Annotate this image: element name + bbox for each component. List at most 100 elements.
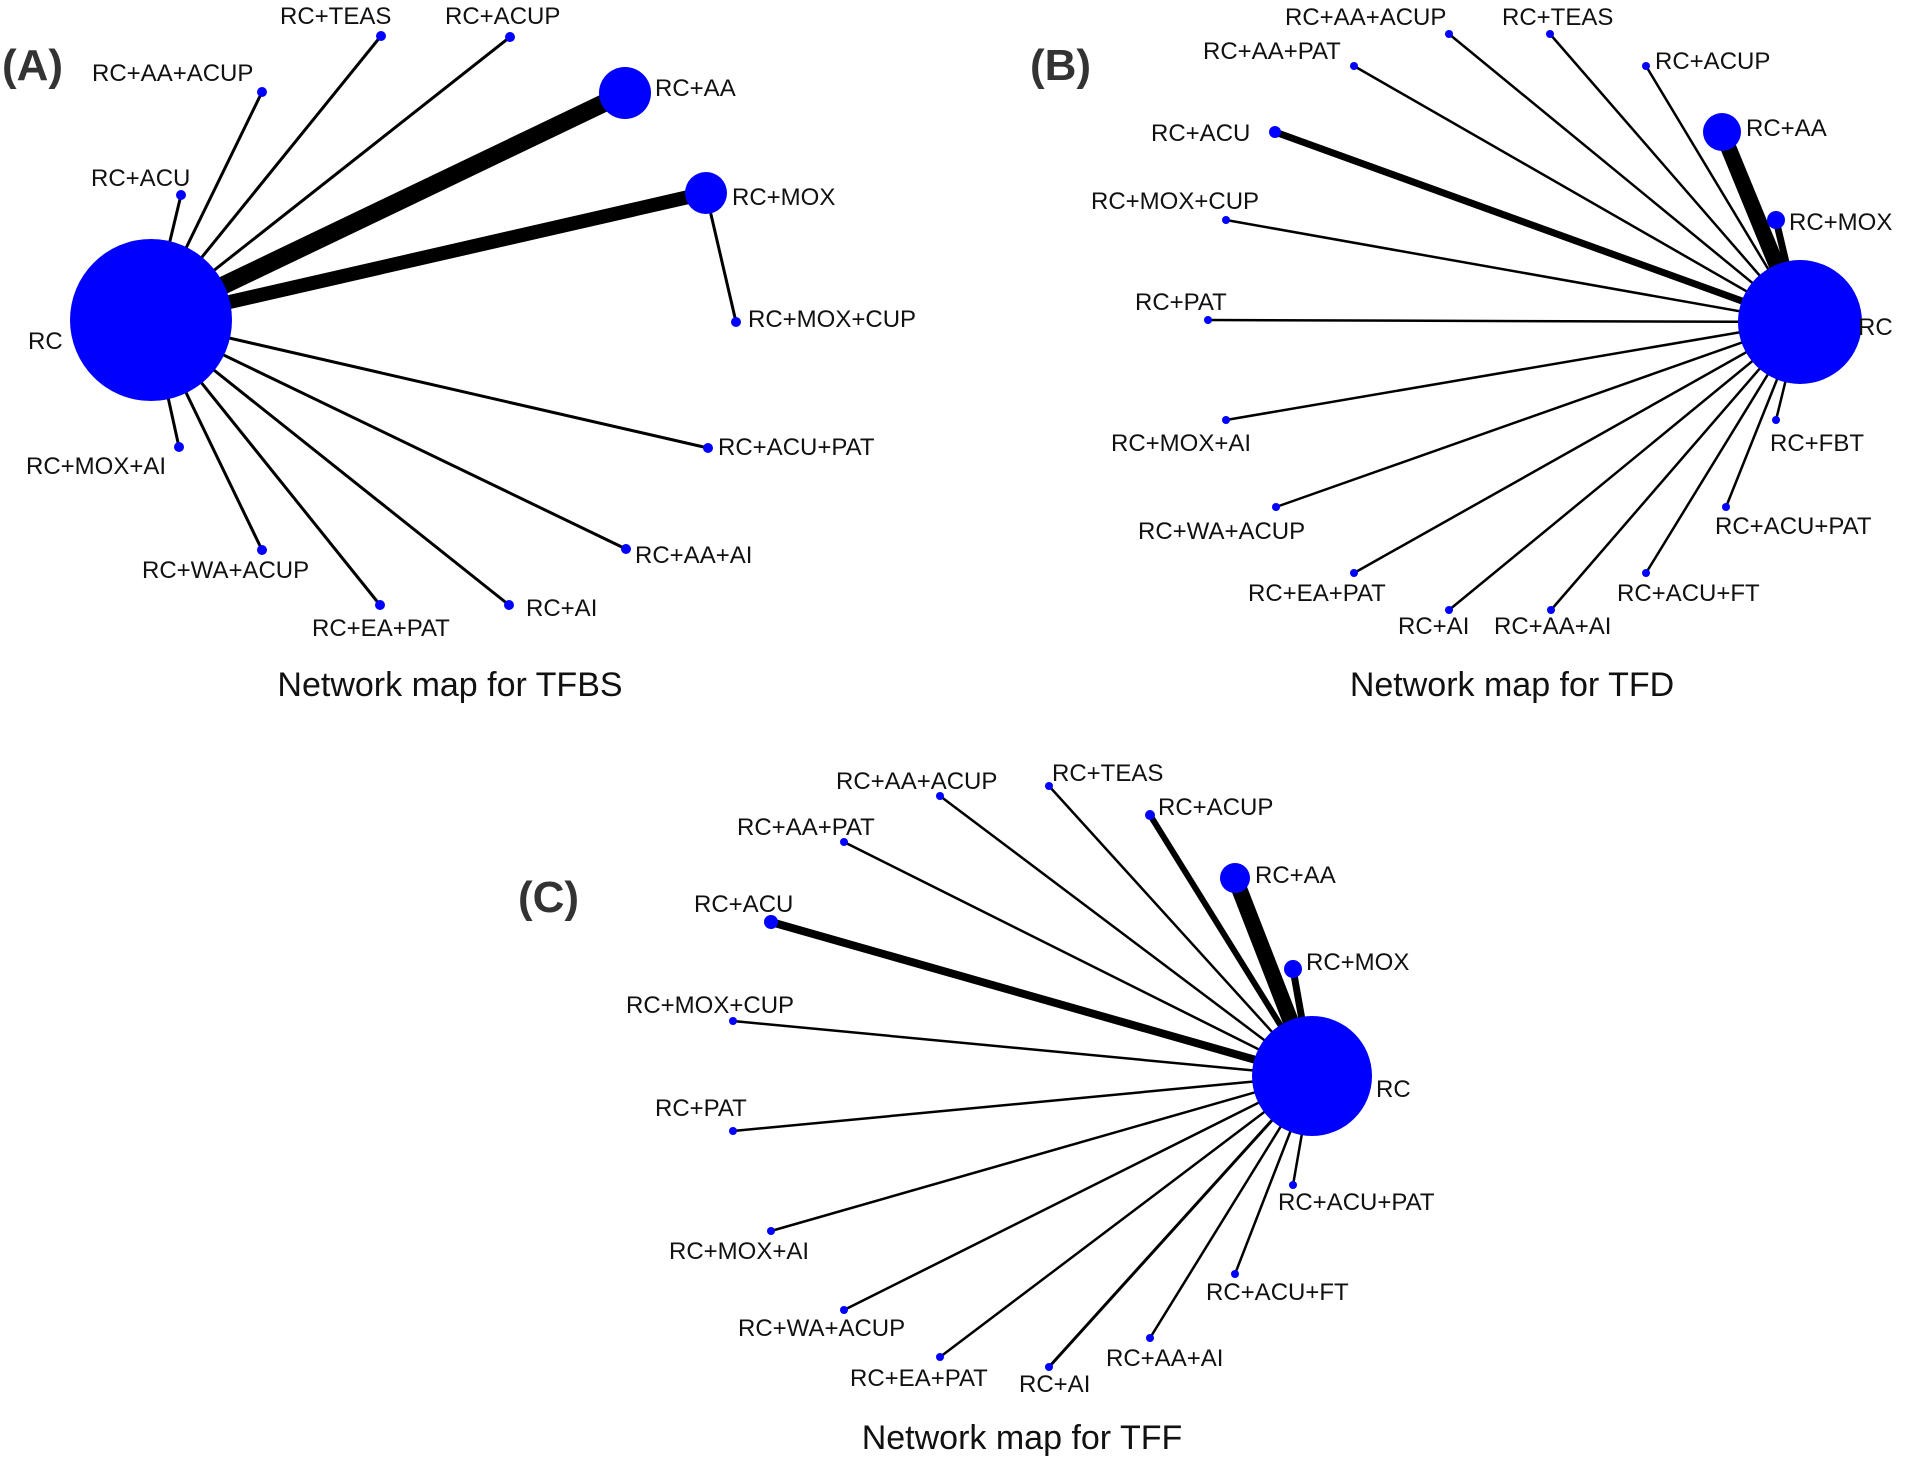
node-label-rc-ai: RC+AI — [1019, 1371, 1090, 1398]
node-label-rc-wa-acup: RC+WA+ACUP — [1138, 518, 1305, 545]
edge-rc-to-rc-aa-ai — [150, 318, 627, 551]
node-rc-aa-pat — [840, 838, 848, 846]
node-rc-mox — [685, 172, 727, 214]
node-label-rc-ai: RC+AI — [1398, 613, 1469, 640]
node-rc-acu-pat — [1722, 503, 1730, 511]
node-label-rc-mox: RC+MOX — [732, 184, 835, 211]
edge-rc-to-rc-pat — [732, 1074, 1313, 1133]
node-label-rc-aa-pat: RC+AA+PAT — [737, 814, 875, 841]
node-label-rc-wa-acup: RC+WA+ACUP — [142, 557, 309, 584]
node-label-rc-ea-pat: RC+EA+PAT — [850, 1365, 988, 1392]
node-label-rc-aa-ai: RC+AA+AI — [1106, 1345, 1223, 1372]
edge-rc-to-rc-teas — [1549, 33, 1801, 323]
node-rc-ea-pat — [936, 1353, 944, 1361]
node-label-rc-acu-ft: RC+ACU+FT — [1617, 580, 1760, 607]
node-label-rc-acup: RC+ACUP — [445, 3, 560, 30]
node-rc — [1252, 1016, 1372, 1136]
node-label-rc-aa-pat: RC+AA+PAT — [1203, 38, 1341, 65]
node-rc-aa-acup — [936, 792, 944, 800]
node-rc-acup — [1145, 810, 1155, 820]
node-rc-aa-pat — [1350, 62, 1358, 70]
node-rc-fbt — [1772, 416, 1780, 424]
node-label-rc-pat: RC+PAT — [1135, 289, 1227, 316]
node-rc-wa-acup — [1272, 503, 1280, 511]
panel-a-nodes — [70, 31, 741, 610]
node-label-rc: RC — [1858, 314, 1893, 341]
node-rc-teas — [1045, 782, 1053, 790]
panel-letter-a: (A) — [2, 41, 63, 90]
node-rc-acu-ft — [1231, 1270, 1239, 1278]
node-label-rc-mox-cup: RC+MOX+CUP — [626, 992, 794, 1019]
node-label-rc-acu: RC+ACU — [694, 891, 793, 918]
panel-b-labels: RC RC+AA+ACUP RC+TEAS RC+AA+PAT RC+ACUP RC+AC… — [1091, 4, 1893, 640]
node-rc-aa-ai — [1547, 606, 1555, 614]
node-label-rc-ea-pat: RC+EA+PAT — [312, 615, 450, 642]
panel-c-nodes — [729, 782, 1372, 1371]
node-label-rc-wa-acup: RC+WA+ACUP — [738, 1315, 905, 1342]
node-rc-mox-ai — [1222, 416, 1230, 424]
node-label-rc-acup: RC+ACUP — [1655, 48, 1770, 75]
node-rc-mox-cup — [731, 317, 741, 327]
node-rc-acu — [1269, 126, 1281, 138]
node-rc-aa — [1220, 863, 1250, 893]
node-label-rc-acu: RC+ACU — [1151, 120, 1250, 147]
node-label-rc-mox-ai: RC+MOX+AI — [1111, 430, 1251, 457]
node-label-rc: RC — [1376, 1076, 1411, 1103]
node-label-rc-ai: RC+AI — [526, 595, 597, 622]
edge-rc-to-rc-ai — [1448, 321, 1801, 611]
edge-rc-to-rc-acu-pat — [150, 318, 709, 450]
panel-b-nodes — [1204, 30, 1862, 614]
edge-rc-to-rc-wa-acup — [1275, 320, 1801, 509]
node-label-rc-mox-cup: RC+MOX+CUP — [748, 306, 916, 333]
node-label-rc-aa: RC+AA — [1746, 115, 1827, 142]
edge-rc-to-rc-mox-cup — [732, 1019, 1313, 1078]
node-label-rc-mox-cup: RC+MOX+CUP — [1091, 188, 1259, 215]
edge-rc-to-rc-pat — [1207, 318, 1801, 324]
node-label-rc-aa: RC+AA — [1255, 862, 1336, 889]
node-rc-aa-ai — [621, 544, 631, 554]
node-label-rc-ea-pat: RC+EA+PAT — [1248, 580, 1386, 607]
node-rc-ea-pat — [375, 600, 385, 610]
node-label-rc-aa-acup: RC+AA+ACUP — [92, 60, 253, 87]
panel-caption-b: Network map for TFD — [1350, 666, 1674, 704]
node-rc-mox-cup — [729, 1017, 737, 1025]
panel-letter-c: (C) — [518, 873, 579, 922]
edge-rc-to-rc-aa-ai — [1550, 321, 1801, 611]
node-label-rc-fbt: RC+FBT — [1770, 430, 1864, 457]
node-label-rc-aa-acup: RC+AA+ACUP — [1285, 4, 1446, 31]
edge-rc-to-rc-aa-acup — [1448, 33, 1801, 323]
node-rc-mox-cup — [1222, 216, 1230, 224]
node-label-rc: RC — [28, 328, 63, 355]
edge-rc-to-rc-ai — [1047, 1074, 1314, 1369]
node-rc-acup — [1642, 62, 1650, 70]
edge-rc-to-rc-mox-cup — [1225, 218, 1801, 324]
node-rc-ai — [1045, 1363, 1053, 1371]
node-rc-pat — [1204, 316, 1212, 324]
node-rc-aa — [1703, 113, 1741, 151]
node-label-rc-aa-ai: RC+AA+AI — [1494, 613, 1611, 640]
edge-rc-to-rc-teas — [1048, 785, 1313, 1077]
edge-rc-to-rc-acu — [1273, 128, 1802, 326]
node-rc-wa-acup — [840, 1306, 848, 1314]
node-label-rc-acu-pat: RC+ACU+PAT — [1715, 513, 1872, 540]
node-label-rc-mox: RC+MOX — [1306, 949, 1409, 976]
node-rc-aa-ai — [1146, 1334, 1154, 1342]
node-label-rc-pat: RC+PAT — [655, 1095, 747, 1122]
node-label-rc-mox-ai: RC+MOX+AI — [26, 453, 166, 480]
node-label-rc-aa-acup: RC+AA+ACUP — [836, 768, 997, 795]
node-label-rc-acu-pat: RC+ACU+PAT — [1278, 1189, 1435, 1216]
node-rc — [1738, 260, 1862, 384]
node-rc-ea-pat — [1350, 569, 1358, 577]
node-label-rc-mox-ai: RC+MOX+AI — [669, 1238, 809, 1265]
node-label-rc-teas: RC+TEAS — [1502, 4, 1613, 31]
node-label-rc-aa: RC+AA — [655, 75, 736, 102]
panel-letter-b: (B) — [1030, 41, 1091, 90]
node-rc-ai — [504, 600, 514, 610]
node-rc-mox — [1284, 960, 1302, 978]
edge-rc-to-rc-wa-acup — [843, 1074, 1313, 1312]
panel-b: RC RC+AA+ACUP RC+TEAS RC+AA+PAT RC+ACUP RC+AC… — [1030, 4, 1893, 704]
panel-caption-a: Network map for TFBS — [277, 666, 622, 704]
